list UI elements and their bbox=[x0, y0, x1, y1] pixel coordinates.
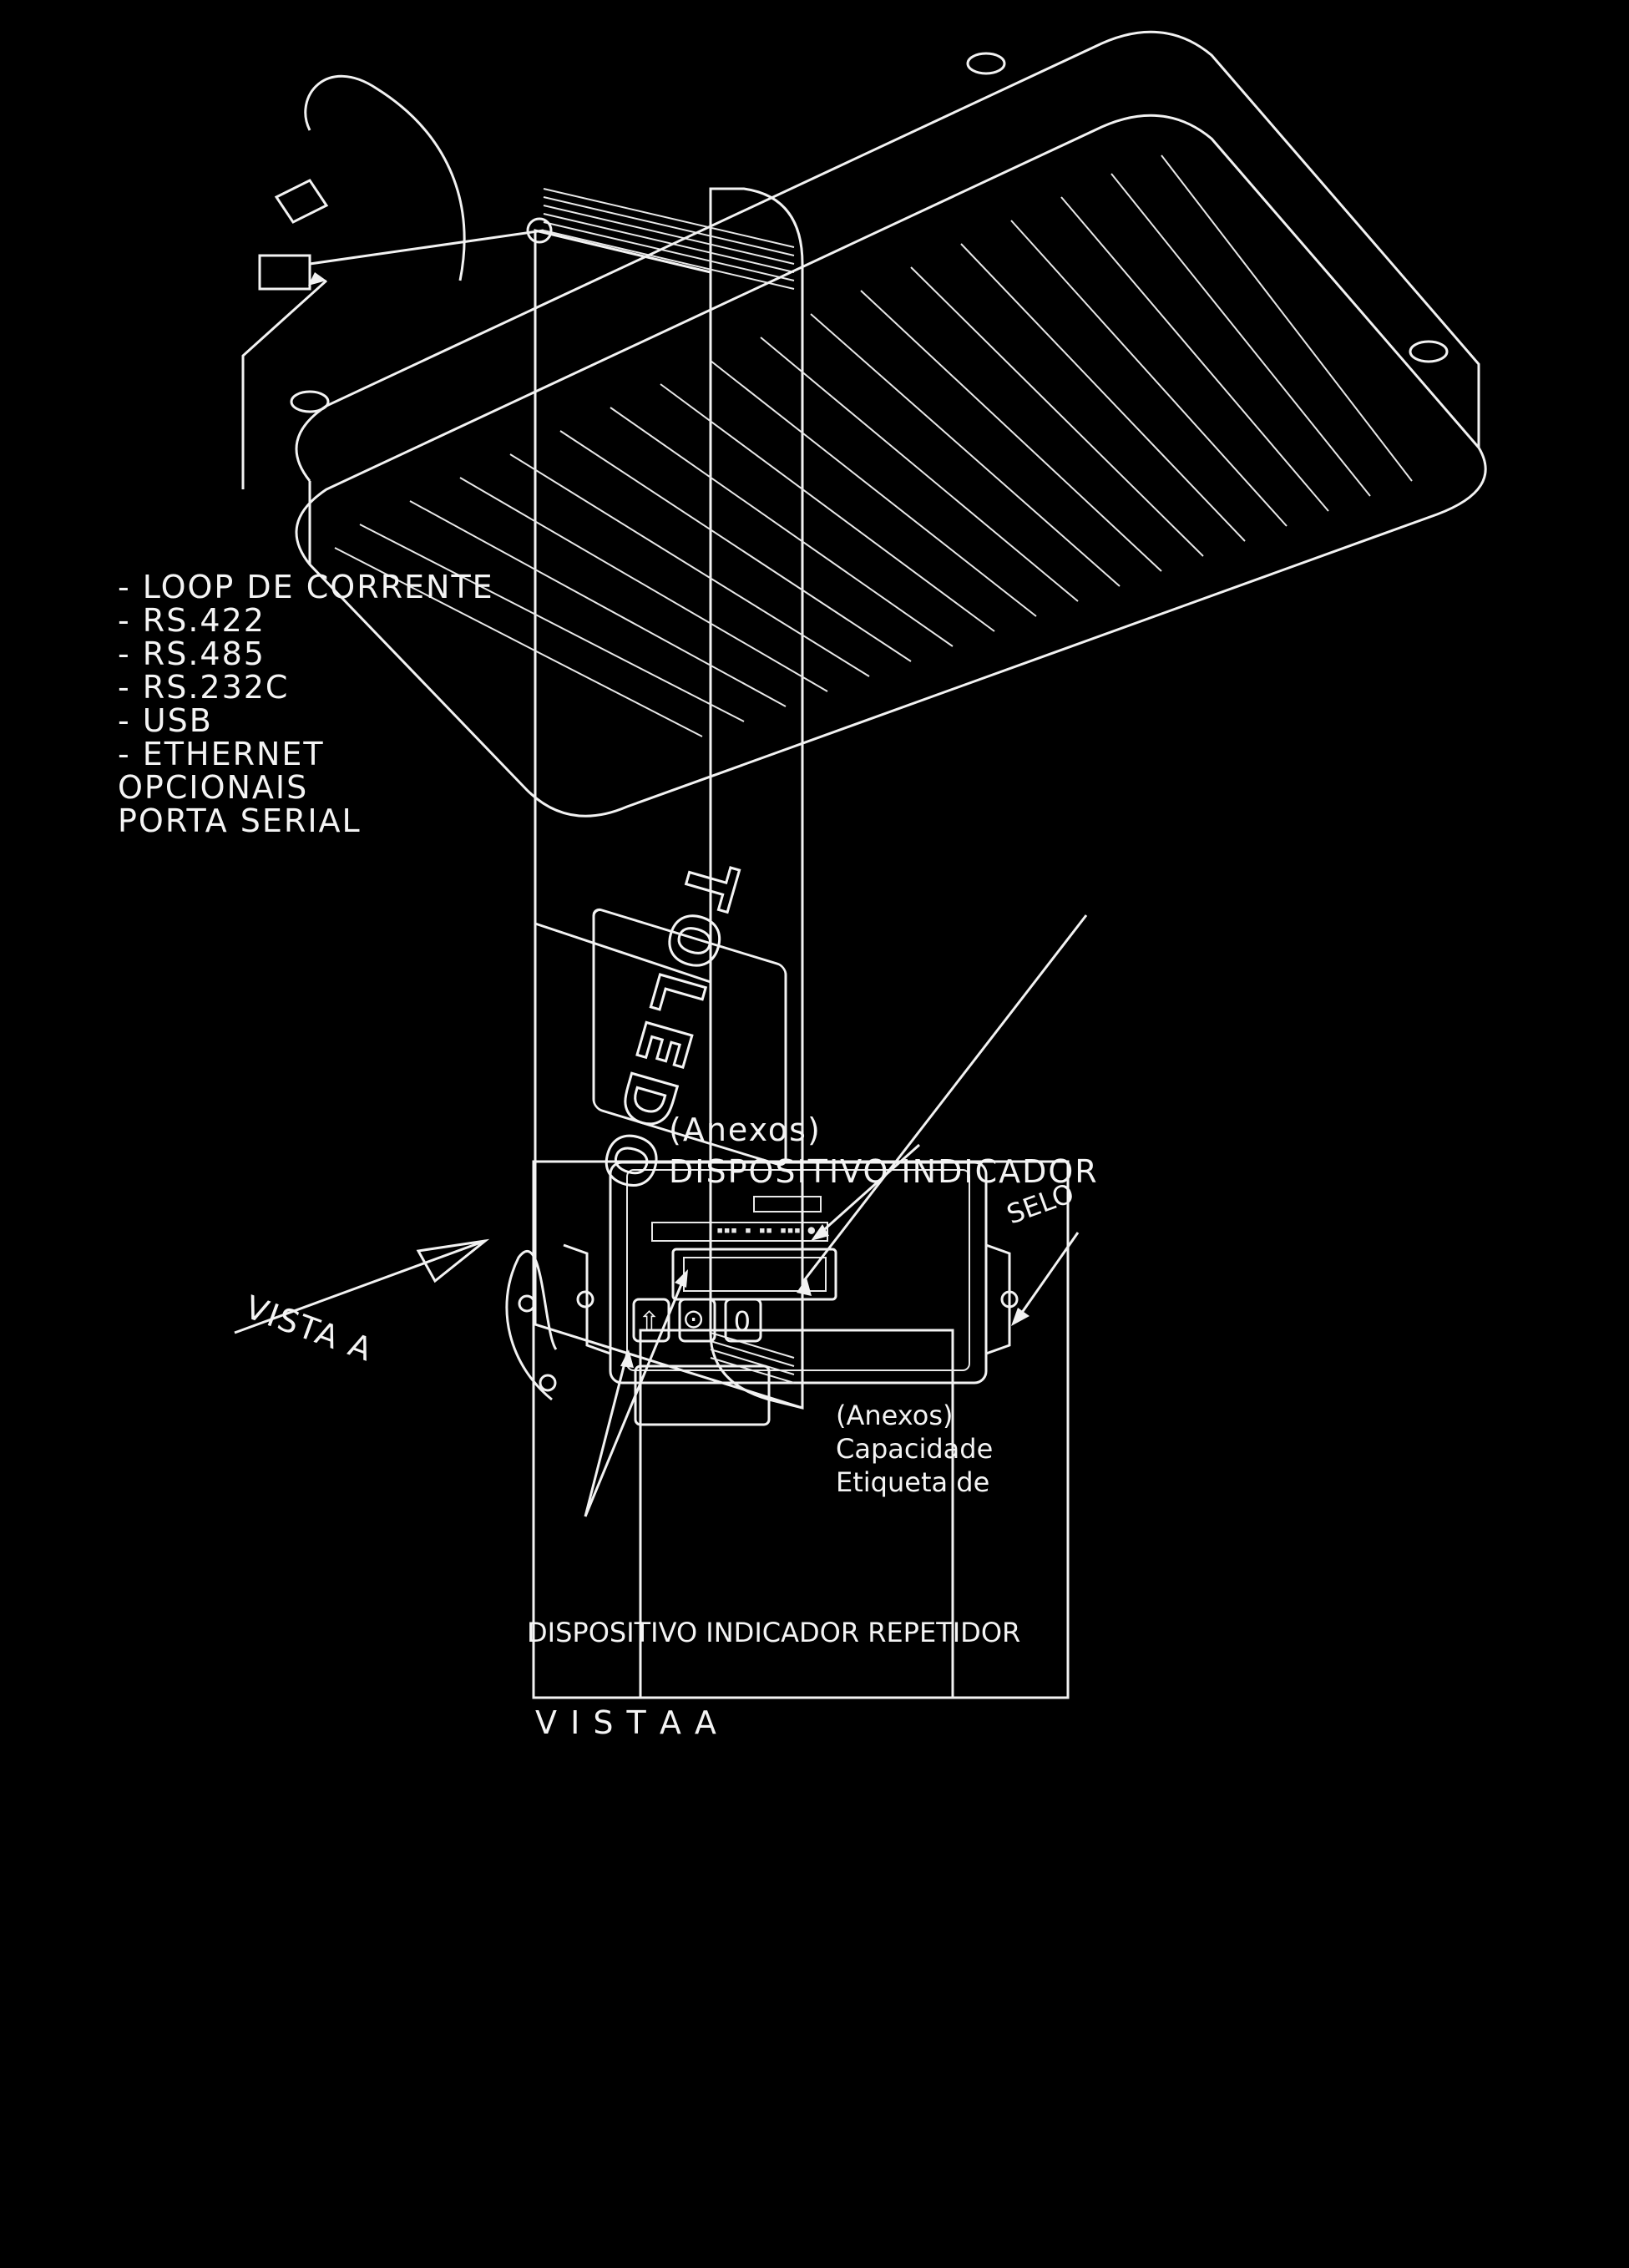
vista-arrow-label: VISTA A bbox=[240, 1288, 378, 1369]
view-a-column bbox=[639, 1329, 954, 1699]
key-tare-glyph: ⊙ bbox=[682, 1304, 705, 1336]
serial-option-rs422: - RS.422 bbox=[118, 602, 266, 639]
column-indicator-body bbox=[592, 908, 787, 1167]
view-a-indicator-housing bbox=[609, 1161, 988, 1385]
repeater-arrow-head-2 bbox=[675, 1269, 688, 1288]
view-a-indicator-panel bbox=[626, 1169, 970, 1371]
column-split-line bbox=[534, 922, 711, 984]
indicator-label-line1: DISPOSITIVO INDICADOR bbox=[669, 1153, 1099, 1190]
indicator-leader-head bbox=[797, 1278, 812, 1296]
main-scale: 0 ⊙ ⇩ TOLEDO bbox=[234, 30, 1487, 1426]
capacity-arrow-head bbox=[811, 1224, 829, 1241]
serial-cable bbox=[309, 229, 544, 266]
capacity-label-strip bbox=[651, 1222, 828, 1242]
key-print[interactable] bbox=[632, 1298, 670, 1343]
right-bracket bbox=[563, 1243, 611, 1355]
view-a-detail: ● ▪▪▪ ▪▪ ▪ ▪▪▪ bbox=[532, 1143, 1080, 1699]
foot-front bbox=[966, 52, 1006, 75]
column-grooves bbox=[543, 188, 795, 1384]
capacity-label-line3: (Anexos) bbox=[836, 1400, 953, 1431]
view-a-title: V I S T A A bbox=[535, 1704, 718, 1741]
left-bracket bbox=[985, 1243, 1011, 1355]
power-plug bbox=[274, 179, 329, 224]
indicator-label-line2: (Anexos) bbox=[669, 1111, 822, 1148]
vista-arrow-line bbox=[234, 1239, 486, 1334]
right-seal-screw bbox=[576, 1290, 594, 1309]
serial-port-title: PORTA SERIAL bbox=[118, 802, 362, 839]
serial-option-rs485: - RS.485 bbox=[118, 635, 266, 672]
key-print-glyph: ⇩ bbox=[638, 1304, 660, 1336]
vista-arrow-head bbox=[416, 1238, 490, 1283]
serial-connector-socket bbox=[526, 217, 553, 244]
strip-microtext: ● ▪▪▪ ▪▪ ▪ ▪▪▪ bbox=[716, 1224, 815, 1238]
serial-option-usb: - USB bbox=[118, 702, 213, 739]
serial-option-rs232c: - RS.232C bbox=[118, 669, 289, 706]
brand-logo: TOLEDO bbox=[584, 853, 751, 1205]
serial-connector-plug bbox=[258, 254, 311, 291]
repeater-label: DISPOSITIVO INDICADOR REPETIDOR bbox=[527, 1617, 1020, 1648]
key-tare[interactable] bbox=[678, 1298, 716, 1343]
repeater-arrow-head-1 bbox=[620, 1349, 634, 1368]
key-zero[interactable] bbox=[724, 1298, 762, 1343]
seal-arrow-line bbox=[1018, 1232, 1080, 1317]
serial-port-subtitle: OPCIONAIS bbox=[118, 769, 308, 806]
view-a-brand-plate bbox=[753, 1196, 822, 1212]
column-indicator-display bbox=[634, 1364, 771, 1426]
left-seal-screw bbox=[1000, 1290, 1019, 1309]
serial-option-ethernet: - ETHERNET bbox=[118, 736, 325, 772]
seal-arrow-head bbox=[1011, 1308, 1030, 1326]
seal-wire bbox=[505, 1249, 558, 1401]
foot-left bbox=[1409, 340, 1449, 363]
serial-port-leader-head bbox=[308, 272, 326, 286]
capacity-label-line1: Etiqueta de bbox=[836, 1466, 989, 1498]
seal-bead-2 bbox=[518, 1294, 536, 1313]
platform-rim bbox=[295, 30, 1480, 482]
key-zero-glyph: 0 bbox=[734, 1304, 751, 1336]
seal-bead-1 bbox=[539, 1374, 557, 1392]
indicator-leader bbox=[801, 914, 1088, 1283]
serial-option-loop: - LOOP DE CORRENTE bbox=[118, 569, 494, 605]
foot-right bbox=[290, 390, 330, 413]
capacity-arrow-line bbox=[818, 1143, 920, 1236]
power-cord bbox=[304, 74, 466, 281]
repeater-arrow-line-1 bbox=[584, 1353, 629, 1517]
platform-top bbox=[295, 114, 1487, 818]
serial-port-leader bbox=[241, 279, 328, 489]
platform-ribs bbox=[334, 154, 1413, 737]
capacity-label-line2: Capacidade bbox=[836, 1433, 993, 1465]
